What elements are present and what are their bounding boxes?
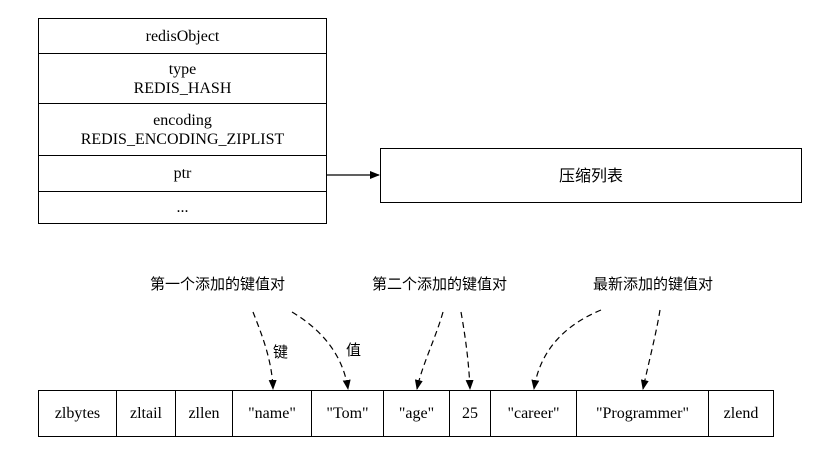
- ziplist-target-box: 压缩列表: [380, 148, 802, 203]
- zl-cell-zllen: zllen: [175, 390, 233, 437]
- zl-cell-programmer: "Programmer": [576, 390, 709, 437]
- newest-value-arrow: [640, 309, 661, 390]
- zl-cell-name: "name": [232, 390, 312, 437]
- value-annotation: 值: [346, 341, 362, 359]
- zl-cell-25: 25: [449, 390, 491, 437]
- zl-cell-tom: "Tom": [311, 390, 384, 437]
- first-pair-annotation: 第一个添加的键值对: [150, 275, 286, 293]
- zl-cell-zlend: zlend: [708, 390, 774, 437]
- key-pointer-arrow: [252, 311, 277, 390]
- newest-pair-annotation: 最新添加的键值对: [593, 275, 714, 293]
- type-label: type: [168, 60, 197, 78]
- ziplist-target-label: 压缩列表: [558, 166, 623, 185]
- zl-cell-zlbytes: zlbytes: [38, 390, 117, 437]
- more-fields: ...: [38, 191, 327, 224]
- encoding-value: REDIS_ENCODING_ZIPLIST: [80, 130, 285, 148]
- second-key-arrow: [414, 311, 444, 390]
- ellipsis-label: ...: [176, 199, 189, 216]
- redisobject-title: redisObject: [145, 27, 220, 45]
- redisobject-header: redisObject: [38, 18, 327, 54]
- value-pointer-arrow: [291, 311, 351, 390]
- type-field: type REDIS_HASH: [38, 53, 327, 104]
- zl-cell-zltail: zltail: [116, 390, 176, 437]
- type-value: REDIS_HASH: [133, 79, 232, 97]
- second-pair-annotation: 第二个添加的键值对: [372, 275, 508, 293]
- second-value-arrow: [460, 311, 474, 390]
- zl-cell-age: "age": [383, 390, 450, 437]
- zl-cell-career: "career": [490, 390, 577, 437]
- key-annotation: 键: [273, 343, 289, 361]
- ptr-field: ptr: [38, 155, 327, 192]
- ptr-label: ptr: [173, 165, 192, 182]
- encoding-label: encoding: [153, 111, 212, 129]
- newest-key-arrow: [531, 309, 602, 390]
